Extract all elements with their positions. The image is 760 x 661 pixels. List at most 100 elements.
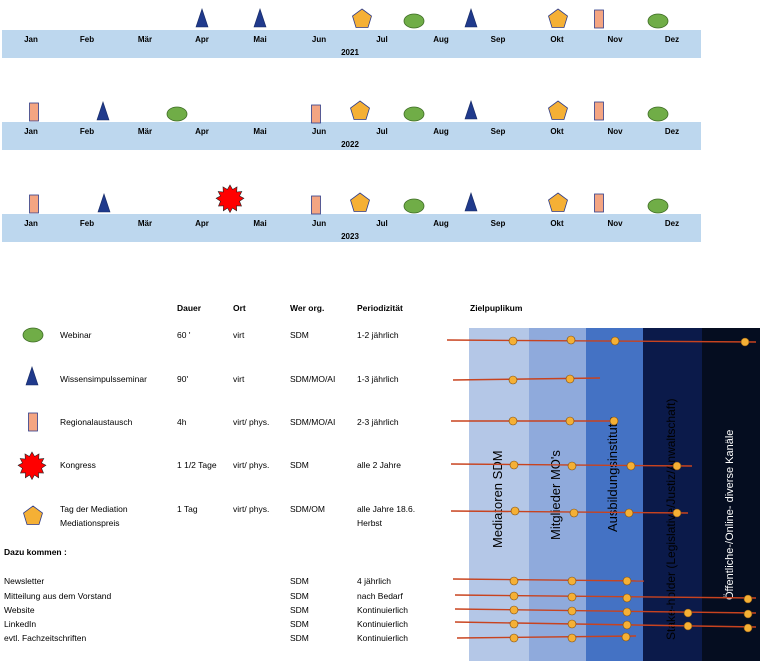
- legend-webinar-icon: [22, 327, 44, 343]
- extra-wer-org: SDM: [290, 576, 309, 586]
- month-label: Apr: [195, 127, 209, 136]
- event-period: 1-2 jährlich: [357, 330, 399, 340]
- month-label: Jan: [24, 127, 38, 136]
- audience-dot: [565, 416, 575, 426]
- extra-period: Kontinuierlich: [357, 619, 409, 629]
- event-ort: virt/ phys.: [233, 504, 270, 514]
- audience-dot: [672, 461, 682, 471]
- mediation-day-marker: [352, 8, 372, 28]
- webinar-marker: [647, 198, 669, 214]
- regional-marker: [311, 104, 321, 124]
- month-label: Dez: [664, 219, 680, 228]
- event-name: Regionalaustausch: [60, 417, 133, 427]
- year-label: 2023: [341, 232, 359, 241]
- event-name: Webinar: [60, 330, 92, 340]
- month-label: Jul: [376, 127, 388, 136]
- audience-column-mediatoren: [469, 328, 529, 661]
- event-ort: virt/ phys.: [233, 460, 270, 470]
- timeline-band: [2, 214, 701, 242]
- webinar-marker: [166, 106, 188, 122]
- extra-name: Newsletter: [4, 576, 45, 586]
- seminar-marker: [253, 8, 267, 28]
- event-ort: virt: [233, 374, 245, 384]
- regional-marker: [29, 194, 39, 214]
- audience-dot: [508, 375, 518, 385]
- legend-mediation-day-icon: [23, 505, 43, 525]
- audience-dot: [565, 374, 575, 384]
- regional-marker: [311, 195, 321, 215]
- audience-line: [446, 339, 757, 343]
- event-period: alle Jahre 18.6.: [357, 504, 416, 514]
- seminar-marker: [464, 192, 478, 212]
- extra-name: Website: [4, 605, 35, 615]
- month-label: Jul: [376, 219, 388, 228]
- extra-period: Kontinuierlich: [357, 633, 409, 643]
- seminar-marker: [195, 8, 209, 28]
- audience-column-mitglieder: [529, 328, 586, 661]
- audience-dot: [509, 633, 519, 643]
- extra-name: evtl. Fachzeitschriften: [4, 633, 87, 643]
- month-label: Mai: [253, 127, 267, 136]
- mediation-day-marker: [548, 100, 568, 120]
- audience-dot: [621, 632, 631, 642]
- month-label: Jan: [24, 219, 38, 228]
- month-label: Mär: [137, 127, 153, 136]
- event-dauer: 4h: [177, 417, 187, 427]
- audience-dot: [508, 336, 518, 346]
- event-name-line2: Mediationspreis: [60, 518, 120, 528]
- month-label: Mär: [137, 35, 153, 44]
- audience-line: [456, 635, 637, 639]
- event-name: Kongress: [60, 460, 96, 470]
- seminar-marker: [464, 100, 478, 120]
- audience-dot: [740, 337, 750, 347]
- seminar-marker: [96, 101, 110, 121]
- event-ort: virt/ phys.: [233, 417, 270, 427]
- audience-dot: [508, 416, 518, 426]
- audience-dot: [567, 576, 577, 586]
- month-label: Nov: [607, 219, 623, 228]
- month-label: Feb: [79, 127, 95, 136]
- month-label: Nov: [607, 35, 623, 44]
- congress-marker: [215, 184, 245, 213]
- month-label: Dez: [664, 127, 680, 136]
- extra-period: nach Bedarf: [357, 591, 403, 601]
- legend-regional-icon: [28, 412, 38, 432]
- audience-line: [452, 578, 645, 582]
- event-wer-org: SDM/MO/AI: [290, 417, 336, 427]
- extra-wer-org: SDM: [290, 619, 309, 629]
- month-label: Okt: [550, 219, 564, 228]
- audience-column-oeffentlich: [702, 328, 760, 661]
- audience-dot: [743, 623, 753, 633]
- regional-marker: [594, 193, 604, 213]
- month-label: Apr: [195, 219, 209, 228]
- event-period: alle 2 Jahre: [357, 460, 401, 470]
- event-ort: virt: [233, 330, 245, 340]
- seminar-marker: [464, 8, 478, 28]
- month-label: Jun: [311, 35, 327, 44]
- audience-line: [454, 594, 757, 599]
- webinar-marker: [403, 198, 425, 214]
- extra-wer-org: SDM: [290, 605, 309, 615]
- month-label: Jun: [311, 219, 327, 228]
- extra-name: Mitteilung aus dem Vorstand: [4, 591, 112, 601]
- event-wer-org: SDM: [290, 330, 309, 340]
- month-label: Mai: [253, 219, 267, 228]
- header-wer-org: Wer org.: [290, 303, 325, 313]
- event-dauer: 90': [177, 374, 189, 384]
- mediation-day-marker: [548, 8, 568, 28]
- extra-name: LinkedIn: [4, 619, 37, 629]
- timeline-band: [2, 30, 701, 58]
- audience-dot: [622, 620, 632, 630]
- event-dauer: 1 Tag: [177, 504, 198, 514]
- audience-dot: [509, 576, 519, 586]
- month-label: Nov: [607, 127, 623, 136]
- audience-dot: [567, 461, 577, 471]
- audience-line: [454, 621, 757, 628]
- audience-dot: [567, 592, 577, 602]
- audience-dot: [624, 508, 634, 518]
- audience-dot: [510, 506, 520, 516]
- month-label: Jul: [376, 35, 388, 44]
- event-name: Tag der Mediation: [60, 504, 128, 514]
- event-wer-org: SDM/MO/AI: [290, 374, 336, 384]
- regional-marker: [594, 9, 604, 29]
